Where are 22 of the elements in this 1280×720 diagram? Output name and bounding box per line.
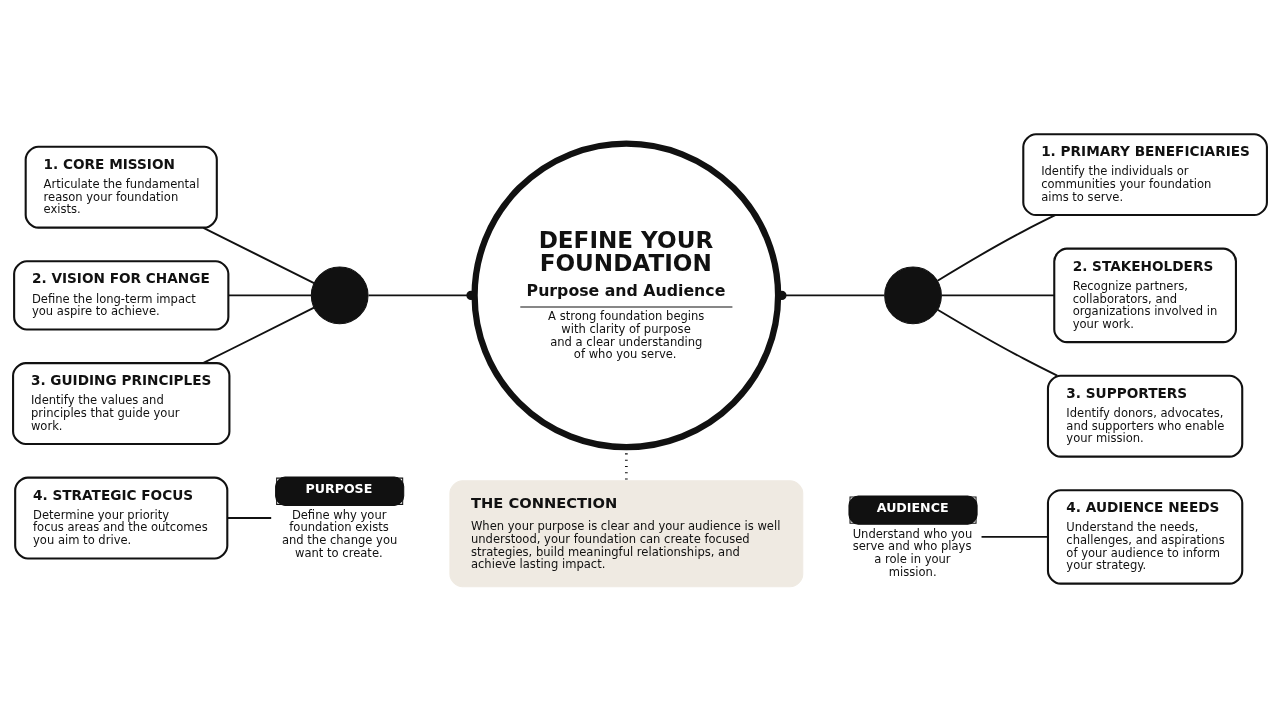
node-box: 2. STAKEHOLDERS Recognize partners, collaborators, and organizations involved in your work. bbox=[1053, 247, 1237, 343]
connector bbox=[936, 308, 1059, 377]
node-box: THE CONNECTION When your purpose is clear and your audience is well understood, your foundation can create focused strategies, build meaningful relationships, and achieve lasting impact. bbox=[449, 479, 804, 587]
connector bbox=[980, 535, 1049, 538]
connector bbox=[940, 293, 1056, 296]
connector bbox=[936, 213, 1057, 282]
node-box: 1. PRIMARY BENEFICIARIES Identify the individuals or communities your foundation aims to serve. bbox=[1022, 132, 1268, 216]
connector bbox=[227, 293, 312, 296]
node-box: 2. VISION FOR CHANGE Define the long-term impact you aspire to achieve. bbox=[13, 259, 230, 331]
connector bbox=[202, 306, 315, 364]
node-box: 3. GUIDING PRINCIPLES Identify the values and principles that guide your work. bbox=[12, 361, 231, 445]
node-box: 3. SUPPORTERS Identify donors, advocates, and supporters who enable your mission. bbox=[1046, 374, 1244, 458]
node-circle bbox=[310, 266, 369, 324]
node-box: 4. AUDIENCE NEEDS Understand the needs, challenges, and aspirations of your audience to inform your strategy. bbox=[1046, 488, 1244, 585]
node-circle: DEFINE YOUR FOUNDATION Purpose and Audience A strong foundation begins with clarity of purpose and a clear understanding of who you serve. bbox=[471, 140, 782, 450]
connector bbox=[226, 516, 273, 519]
node-label: Understand who you serve and who plays a role in your mission. bbox=[852, 526, 973, 579]
node-label: Define why your foundation exists and the change you want to create. bbox=[281, 507, 398, 560]
node-box: 1. CORE MISSION Articulate the fundamental reason your foundation exists. bbox=[24, 145, 218, 229]
connector bbox=[202, 226, 315, 284]
node-box: 4. STRATEGIC FOCUS Determine your priority focus areas and the outcomes you aim to drive. bbox=[14, 476, 229, 559]
node-circle bbox=[884, 266, 942, 324]
